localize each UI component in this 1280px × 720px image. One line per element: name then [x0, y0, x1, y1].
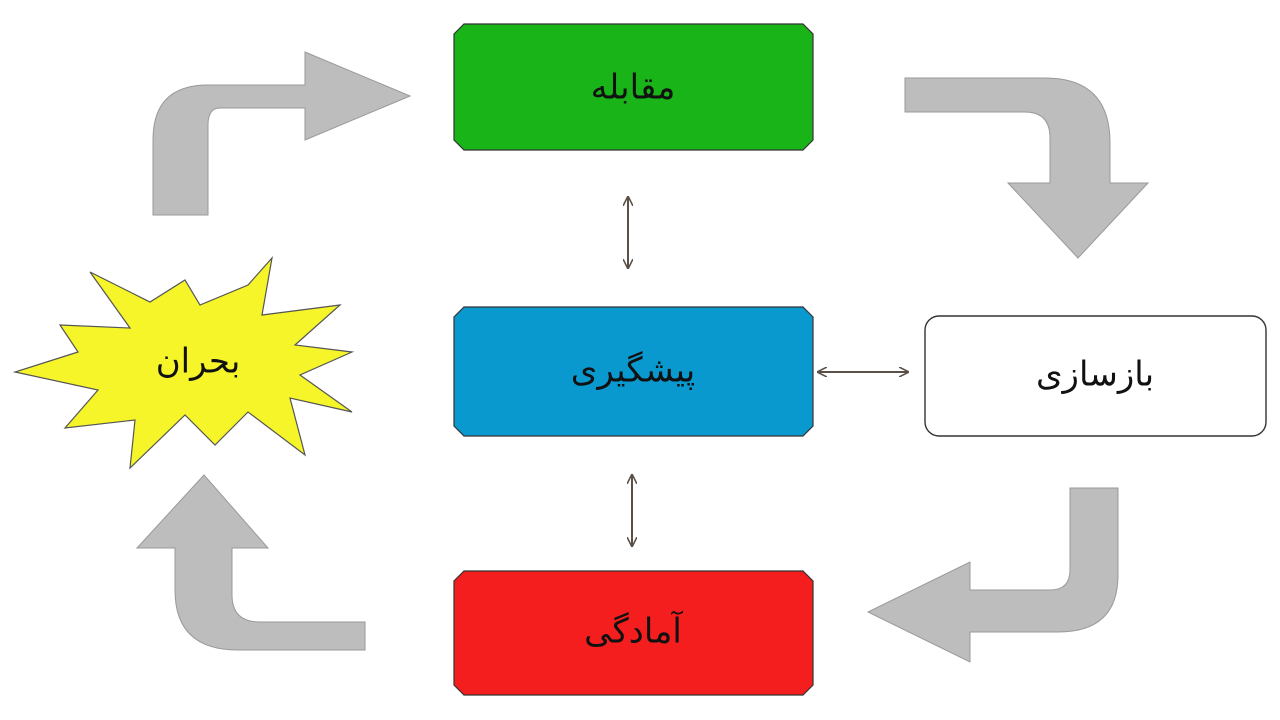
node-crisis-burst	[12, 256, 355, 470]
node-preparedness-box	[453, 570, 814, 696]
node-response: مقابله	[453, 23, 814, 151]
cycle-arrow-crisis-to-response	[152, 51, 412, 216]
node-response-label: مقابله	[591, 68, 676, 108]
node-preparedness: آمادگی	[453, 570, 814, 696]
node-response-box	[453, 23, 814, 151]
node-reconstruction-label: بازسازی	[1036, 355, 1154, 395]
node-preparedness-label: آمادگی	[584, 611, 683, 652]
node-prevention: پیشگیری	[453, 306, 814, 437]
node-crisis: بحران	[12, 256, 355, 470]
node-prevention-label: پیشگیری	[571, 351, 695, 391]
node-prevention-box	[453, 306, 814, 437]
node-reconstruction: بازسازی	[924, 315, 1267, 437]
cycle-arrow-response-to-reconstruction	[904, 77, 1150, 259]
node-reconstruction-box	[924, 315, 1267, 437]
node-crisis-label: بحران	[156, 342, 241, 382]
cycle-arrow-reconstruction-to-preparedness	[866, 487, 1119, 663]
cycle-arrow-preparedness-to-crisis	[135, 474, 366, 651]
